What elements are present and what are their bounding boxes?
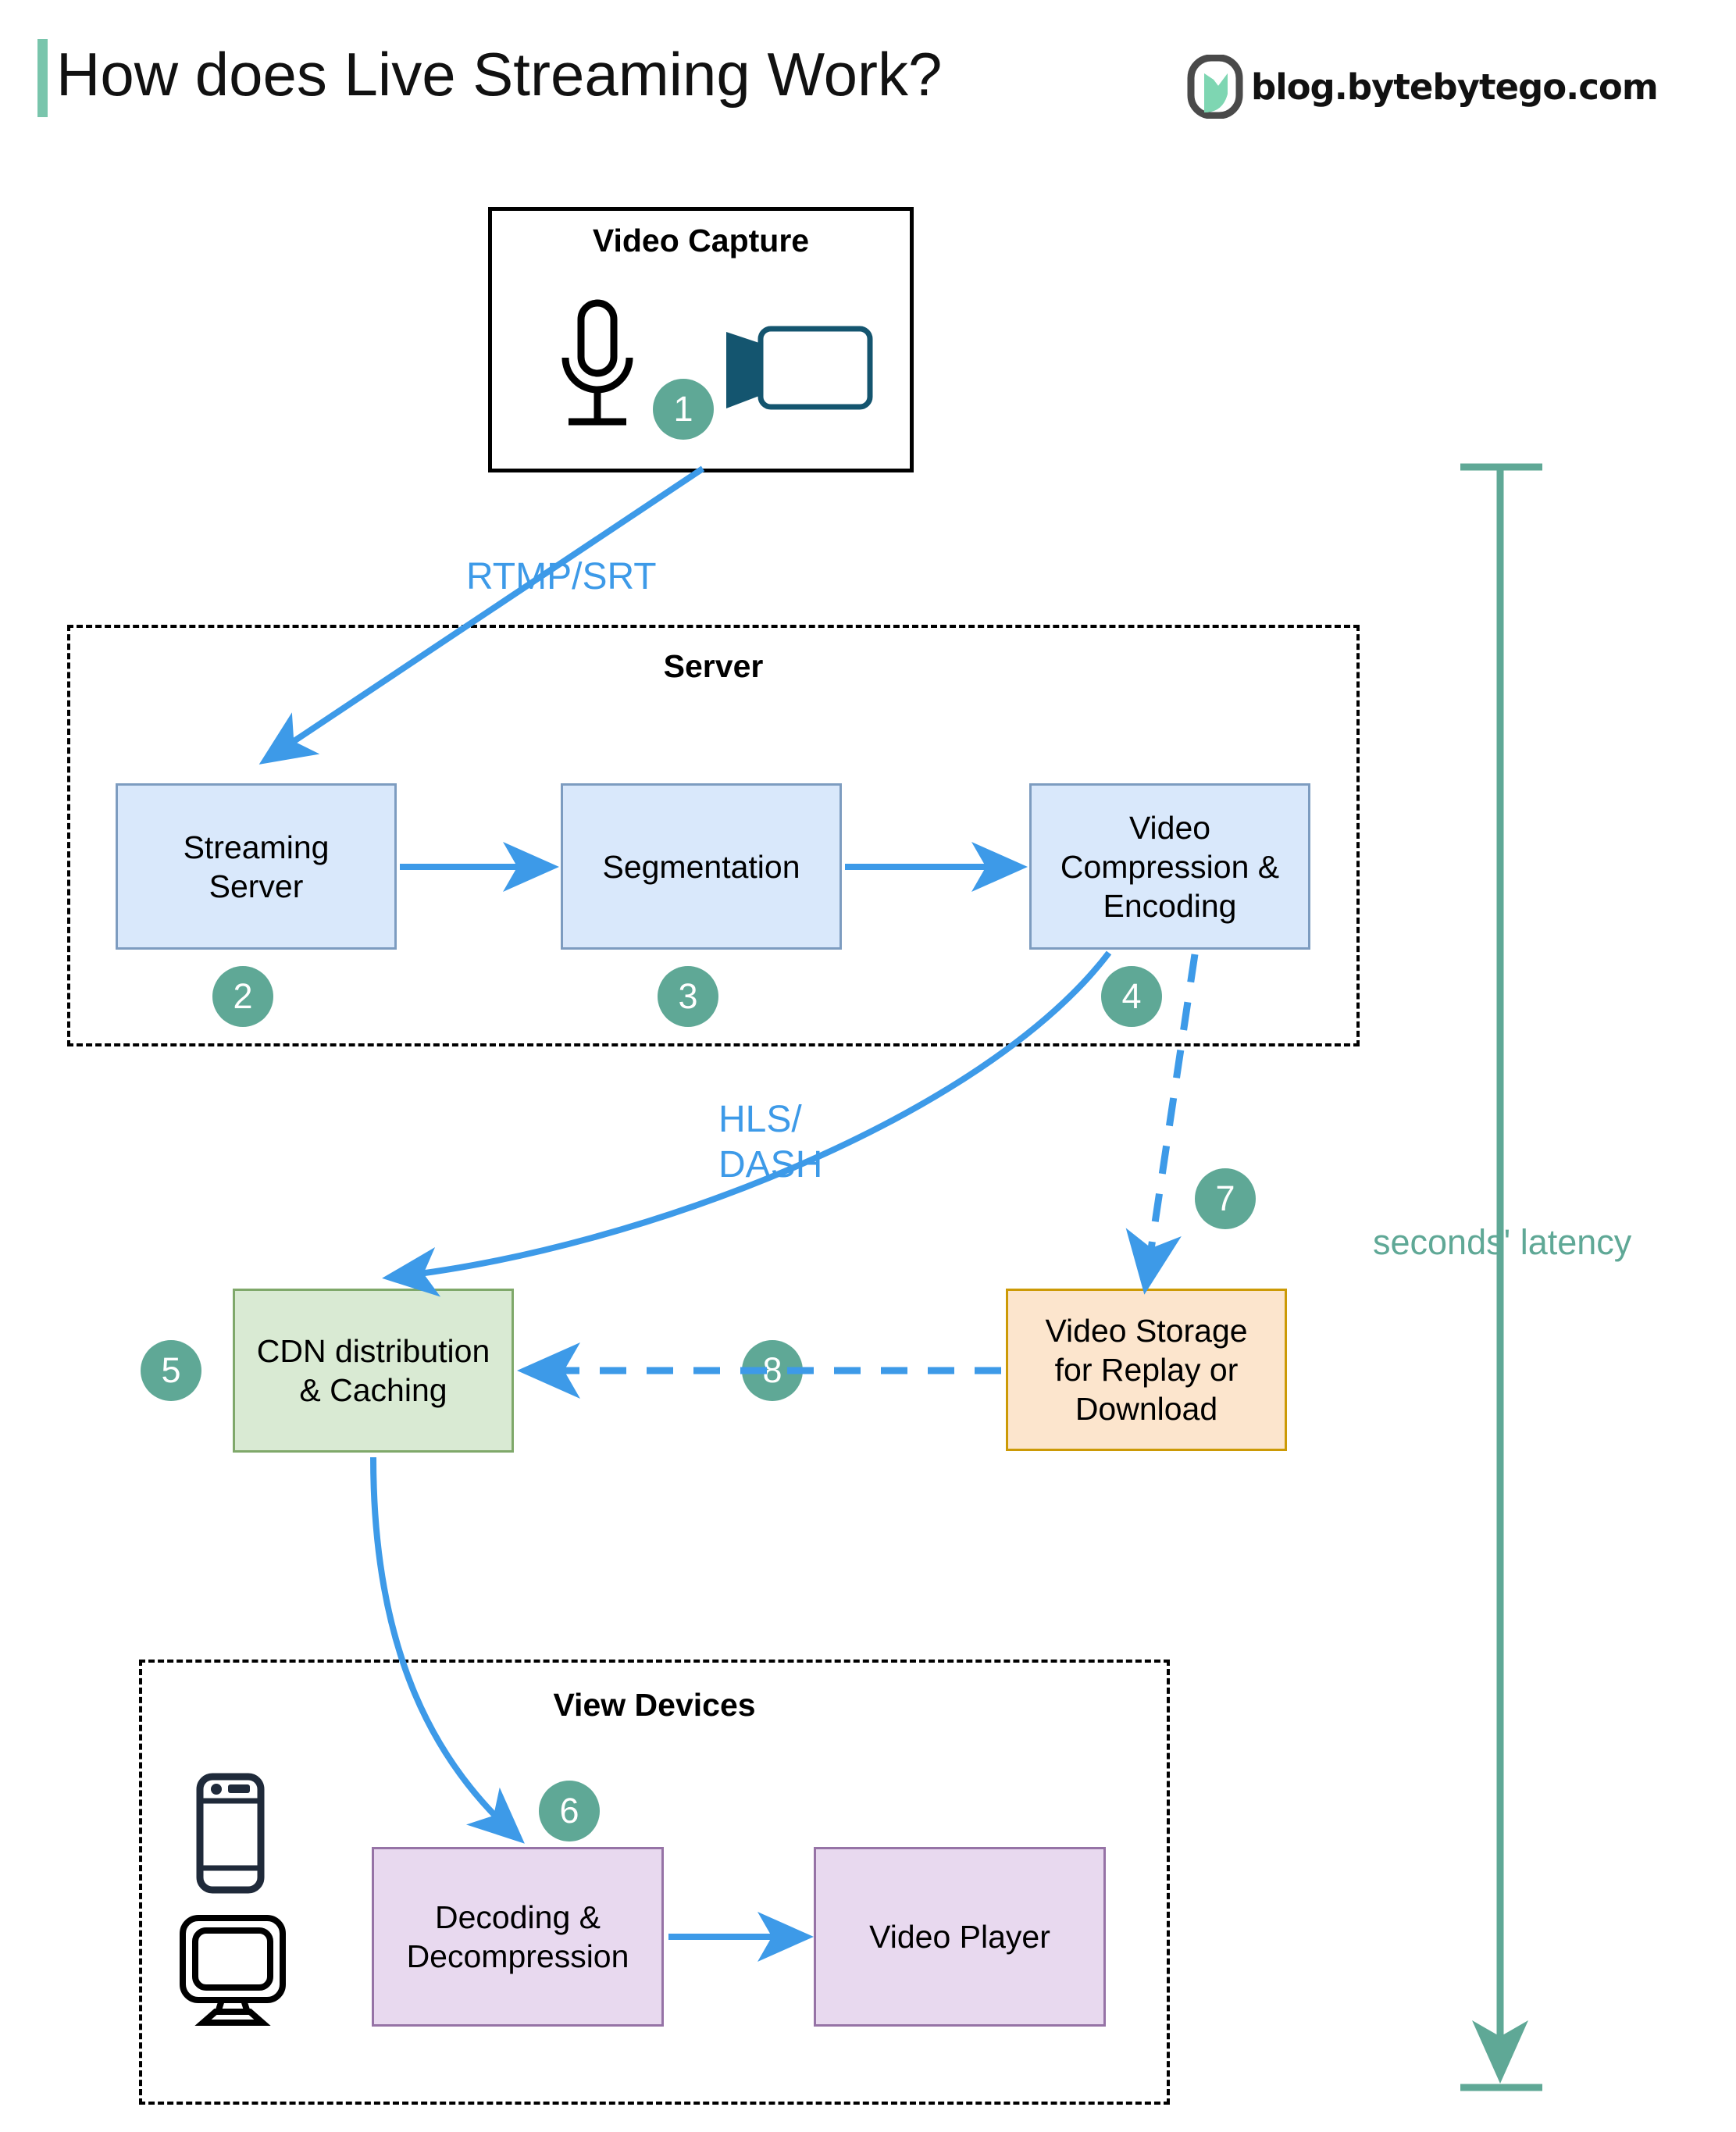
view-devices-title: View Devices xyxy=(553,1687,756,1723)
node-streaming-server[interactable]: Streaming Server xyxy=(116,783,397,950)
node-video-player-label: Video Player xyxy=(869,1919,1050,1955)
mobile-phone-icon xyxy=(195,1773,266,1894)
title-accent-bar xyxy=(37,39,48,117)
node-segmentation-label: Segmentation xyxy=(602,848,800,885)
edge-label-rtmp-srt: RTMP/SRT xyxy=(466,556,657,597)
step-circle-5: 5 xyxy=(141,1340,201,1401)
node-video-player[interactable]: Video Player xyxy=(814,1847,1106,2027)
step-circle-7: 7 xyxy=(1195,1168,1256,1229)
video-camera-icon xyxy=(718,324,875,414)
node-decoding-label: Decoding & Decompression xyxy=(406,1899,629,1974)
latency-label: seconds' latency xyxy=(1373,1222,1632,1262)
node-decoding-decompression[interactable]: Decoding & Decompression xyxy=(372,1847,664,2027)
step-circle-4: 4 xyxy=(1101,966,1162,1027)
step-circle-2: 2 xyxy=(212,966,273,1027)
microphone-icon xyxy=(547,297,648,437)
step-circle-6: 6 xyxy=(539,1781,600,1841)
step-circle-8: 8 xyxy=(742,1340,803,1401)
brand: blog.bytebytego.com xyxy=(1187,54,1659,119)
node-video-compression-encoding[interactable]: Video Compression & Encoding xyxy=(1029,783,1310,950)
node-streaming-server-label: Streaming Server xyxy=(183,829,330,904)
view-devices-group xyxy=(139,1660,1170,2105)
bytebytego-logo-icon xyxy=(1187,54,1243,119)
node-video-compression-encoding-label: Video Compression & Encoding xyxy=(1060,809,1280,924)
node-video-storage-label: Video Storage for Replay or Download xyxy=(1045,1313,1248,1427)
node-cdn-distribution-caching[interactable]: CDN distribution & Caching xyxy=(233,1289,514,1453)
step-circle-1: 1 xyxy=(653,379,714,440)
brand-label: blog.bytebytego.com xyxy=(1251,66,1659,108)
edge-label-hls-dash: HLS/ DASH xyxy=(718,1099,823,1185)
header: How does Live Streaming Work? blog.byteb… xyxy=(0,0,1736,141)
page-title: How does Live Streaming Work? xyxy=(56,40,943,109)
node-video-storage[interactable]: Video Storage for Replay or Download xyxy=(1006,1289,1287,1451)
node-segmentation[interactable]: Segmentation xyxy=(561,783,842,950)
server-title: Server xyxy=(663,648,764,684)
node-cdn-label: CDN distribution & Caching xyxy=(256,1333,490,1408)
desktop-monitor-icon xyxy=(178,1913,287,2027)
step-circle-3: 3 xyxy=(658,966,718,1027)
video-capture-title: Video Capture xyxy=(592,223,810,258)
